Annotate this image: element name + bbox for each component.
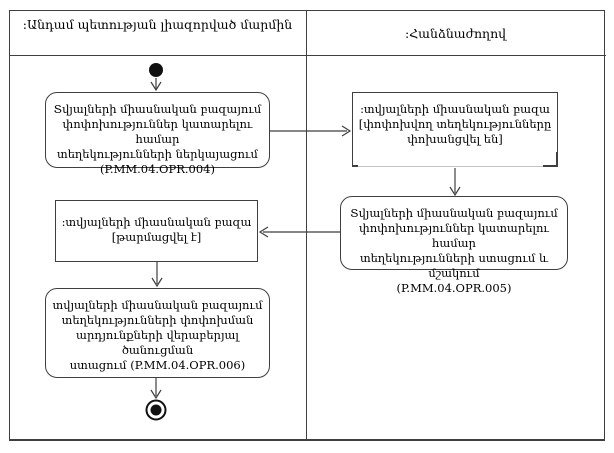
lane-header-member-state-authority: :Անդամ պետության լիազորված մարմին [22, 17, 293, 32]
object-node-data-transferred: :տվյալների միասնական բազա [փոփոխվող տեղե… [352, 92, 558, 167]
action-node-label-line: Տվյալների միասնական բազայում [350, 206, 558, 220]
action-node-label-line: Տվյալների միասնական բազայում [53, 102, 262, 116]
action-node-label-line: տեղեկությունների ստացում և մշակում [359, 251, 549, 280]
lane-header-separator [9, 55, 606, 56]
object-node-state-line: [փոփոխվող տեղեկությունները [358, 117, 552, 131]
action-node-label-line: տվյալների միասնական բազայում [52, 298, 263, 312]
lane-header-commission: :Հանձնաժողով [404, 26, 507, 41]
action-node-label-line: փոփոխություններ կատարելու համար [359, 221, 549, 250]
action-node-label-line: փոփոխություններ կատարելու համար [62, 117, 253, 146]
object-node-state-line: [թարմացվել է] [111, 230, 202, 244]
action-node-label-line: արդյունքների վերաբերյալ ծանուցման [76, 328, 239, 357]
action-node-ref-code: (P.MM.04.OPR.005) [396, 281, 512, 295]
object-node-label-line: :տվյալների միասնական բազա [61, 215, 252, 229]
lane-divider [306, 10, 307, 441]
object-node-data-updated: :տվյալների միասնական բազա [թարմացվել է] [55, 200, 258, 262]
action-node-label-line: տեղեկությունների փոփոխման [61, 313, 254, 327]
action-node-label-line: տեղեկությունների ներկայացում [57, 147, 258, 161]
object-node-label-line: :տվյալների միասնական բազա [360, 102, 550, 116]
action-node-ref-code: ստացում (P.MM.04.OPR.006) [69, 358, 246, 372]
action-node-opr-004: Տվյալների միասնական բազայում փոփոխությու… [45, 92, 270, 176]
action-node-opr-005: Տվյալների միասնական բազայում փոփոխությու… [340, 196, 568, 295]
action-node-opr-006: տվյալների միասնական բազայում տեղեկությու… [45, 288, 270, 378]
action-node-ref-code: (P.MM.04.OPR.004) [100, 162, 215, 176]
object-node-state-line: փոխանցվել են] [407, 132, 503, 146]
